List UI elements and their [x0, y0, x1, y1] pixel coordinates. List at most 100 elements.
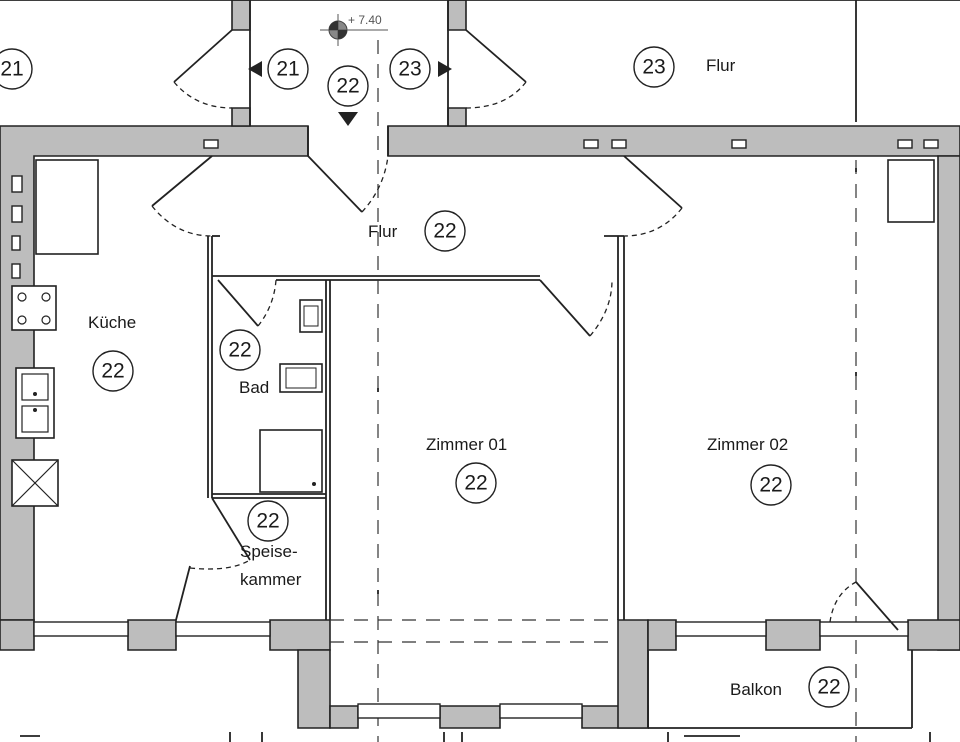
sink-icon [15, 367, 55, 439]
door-entry-swing [361, 155, 389, 213]
svg-text:22: 22 [433, 220, 456, 243]
unit-marker: 22 [327, 65, 369, 107]
room-label-speise-1: Speise- [240, 542, 298, 561]
room-label-kueche: Küche [88, 313, 136, 332]
wall-bay-left [297, 649, 331, 729]
window-z02-left [675, 621, 767, 637]
wall-bottom-pier-3 [647, 619, 677, 651]
door-entry-leaf [307, 155, 363, 213]
elevation-marker-icon [320, 14, 388, 46]
room-labels: Flur Flur Küche Bad Speise- kammer Zimme… [88, 56, 788, 699]
radiator-1 [11, 175, 23, 193]
vent-5 [897, 139, 913, 149]
unit-marker: 21 [0, 48, 33, 90]
bottom-ticks [20, 732, 931, 742]
elevation-label: + 7.40 [348, 13, 382, 27]
door-unit21-leaf [173, 29, 233, 83]
unit-marker: 23 [633, 46, 675, 88]
unit-marker: 22 [247, 500, 289, 542]
wall-top-right [387, 125, 960, 157]
door-z01-swing [589, 279, 613, 337]
radiator-3 [11, 235, 21, 251]
room-label-balkon: Balkon [730, 680, 782, 699]
windows [11, 139, 939, 719]
toilet-icon [299, 299, 323, 333]
arrow-down-icon [338, 112, 358, 126]
door-unit23-swing [465, 81, 527, 109]
door-bath-leaf [217, 279, 259, 327]
door-kitchen-leaf [151, 155, 213, 207]
fixtures [11, 159, 935, 507]
window-z02-right [819, 621, 909, 637]
vent-1 [203, 139, 219, 149]
window-z01-left [357, 703, 441, 719]
svg-text:23: 23 [398, 58, 421, 81]
arrow-right-icon [438, 61, 452, 77]
unit-marker: 21 [267, 48, 309, 90]
window-z01-right [499, 703, 583, 719]
room-label-flur: Flur [368, 222, 398, 241]
svg-text:21: 21 [0, 58, 23, 81]
arrow-left-icon [248, 61, 262, 77]
wall-bottom-left [0, 619, 35, 651]
section-ticks [377, 168, 857, 594]
stove-icon [11, 285, 57, 331]
wall-stair-left [231, 0, 251, 127]
svg-text:23: 23 [642, 56, 665, 79]
door-z02-swing [623, 207, 683, 237]
svg-text:22: 22 [228, 339, 251, 362]
door-balcony-swing [829, 581, 857, 623]
svg-text:22: 22 [101, 360, 124, 383]
washbasin-icon [279, 363, 323, 393]
door-bath-swing [257, 279, 277, 327]
fridge-icon [11, 459, 59, 507]
wall-bay-right [617, 619, 649, 729]
door-z01-leaf [539, 279, 591, 337]
vent-4 [731, 139, 747, 149]
window-speise [175, 621, 271, 637]
unit-marker: 23 [389, 48, 431, 90]
svg-text:22: 22 [817, 676, 840, 699]
wall-stair-right [447, 0, 467, 127]
wall-bottom-pier-4 [765, 619, 821, 651]
unit-marker: 22 [808, 666, 850, 708]
door-kitchen-swing [151, 205, 213, 237]
unit-marker: 22 [455, 462, 497, 504]
svg-text:22: 22 [759, 474, 782, 497]
room-label-bad: Bad [239, 378, 269, 397]
vent-3 [611, 139, 627, 149]
doors [151, 29, 899, 631]
wall-right [937, 155, 960, 651]
svg-text:21: 21 [276, 58, 299, 81]
door-unit21-swing [173, 81, 233, 109]
vent-6 [923, 139, 939, 149]
door-speise-jamb [175, 565, 191, 621]
room-label-zimmer02: Zimmer 02 [707, 435, 788, 454]
wall-bottom-pier-1 [127, 619, 177, 651]
radiator-2 [11, 205, 23, 223]
svg-text:22: 22 [464, 472, 487, 495]
vent-2 [583, 139, 599, 149]
shower-icon [259, 429, 323, 493]
door-speise-leaf [211, 497, 251, 561]
door-speise-swing [189, 559, 251, 570]
unit-marker: 22 [750, 464, 792, 506]
unit-marker: 22 [424, 210, 466, 252]
kitchen-counter [35, 159, 99, 255]
door-balcony-leaf [855, 581, 899, 631]
wall-bay-bottom-m [439, 705, 501, 729]
room-label-zimmer01: Zimmer 01 [426, 435, 507, 454]
unit-marker: 22 [219, 329, 261, 371]
room-label-speise-2: kammer [240, 570, 302, 589]
window-kitchen [33, 621, 129, 637]
radiator-4 [11, 263, 21, 279]
wall-bottom-right [907, 619, 960, 651]
door-z02-leaf [623, 155, 683, 209]
svg-text:22: 22 [336, 75, 359, 98]
wall-bay-bottom-l [329, 705, 359, 729]
door-unit23-leaf [465, 29, 527, 83]
svg-text:22: 22 [256, 510, 279, 533]
